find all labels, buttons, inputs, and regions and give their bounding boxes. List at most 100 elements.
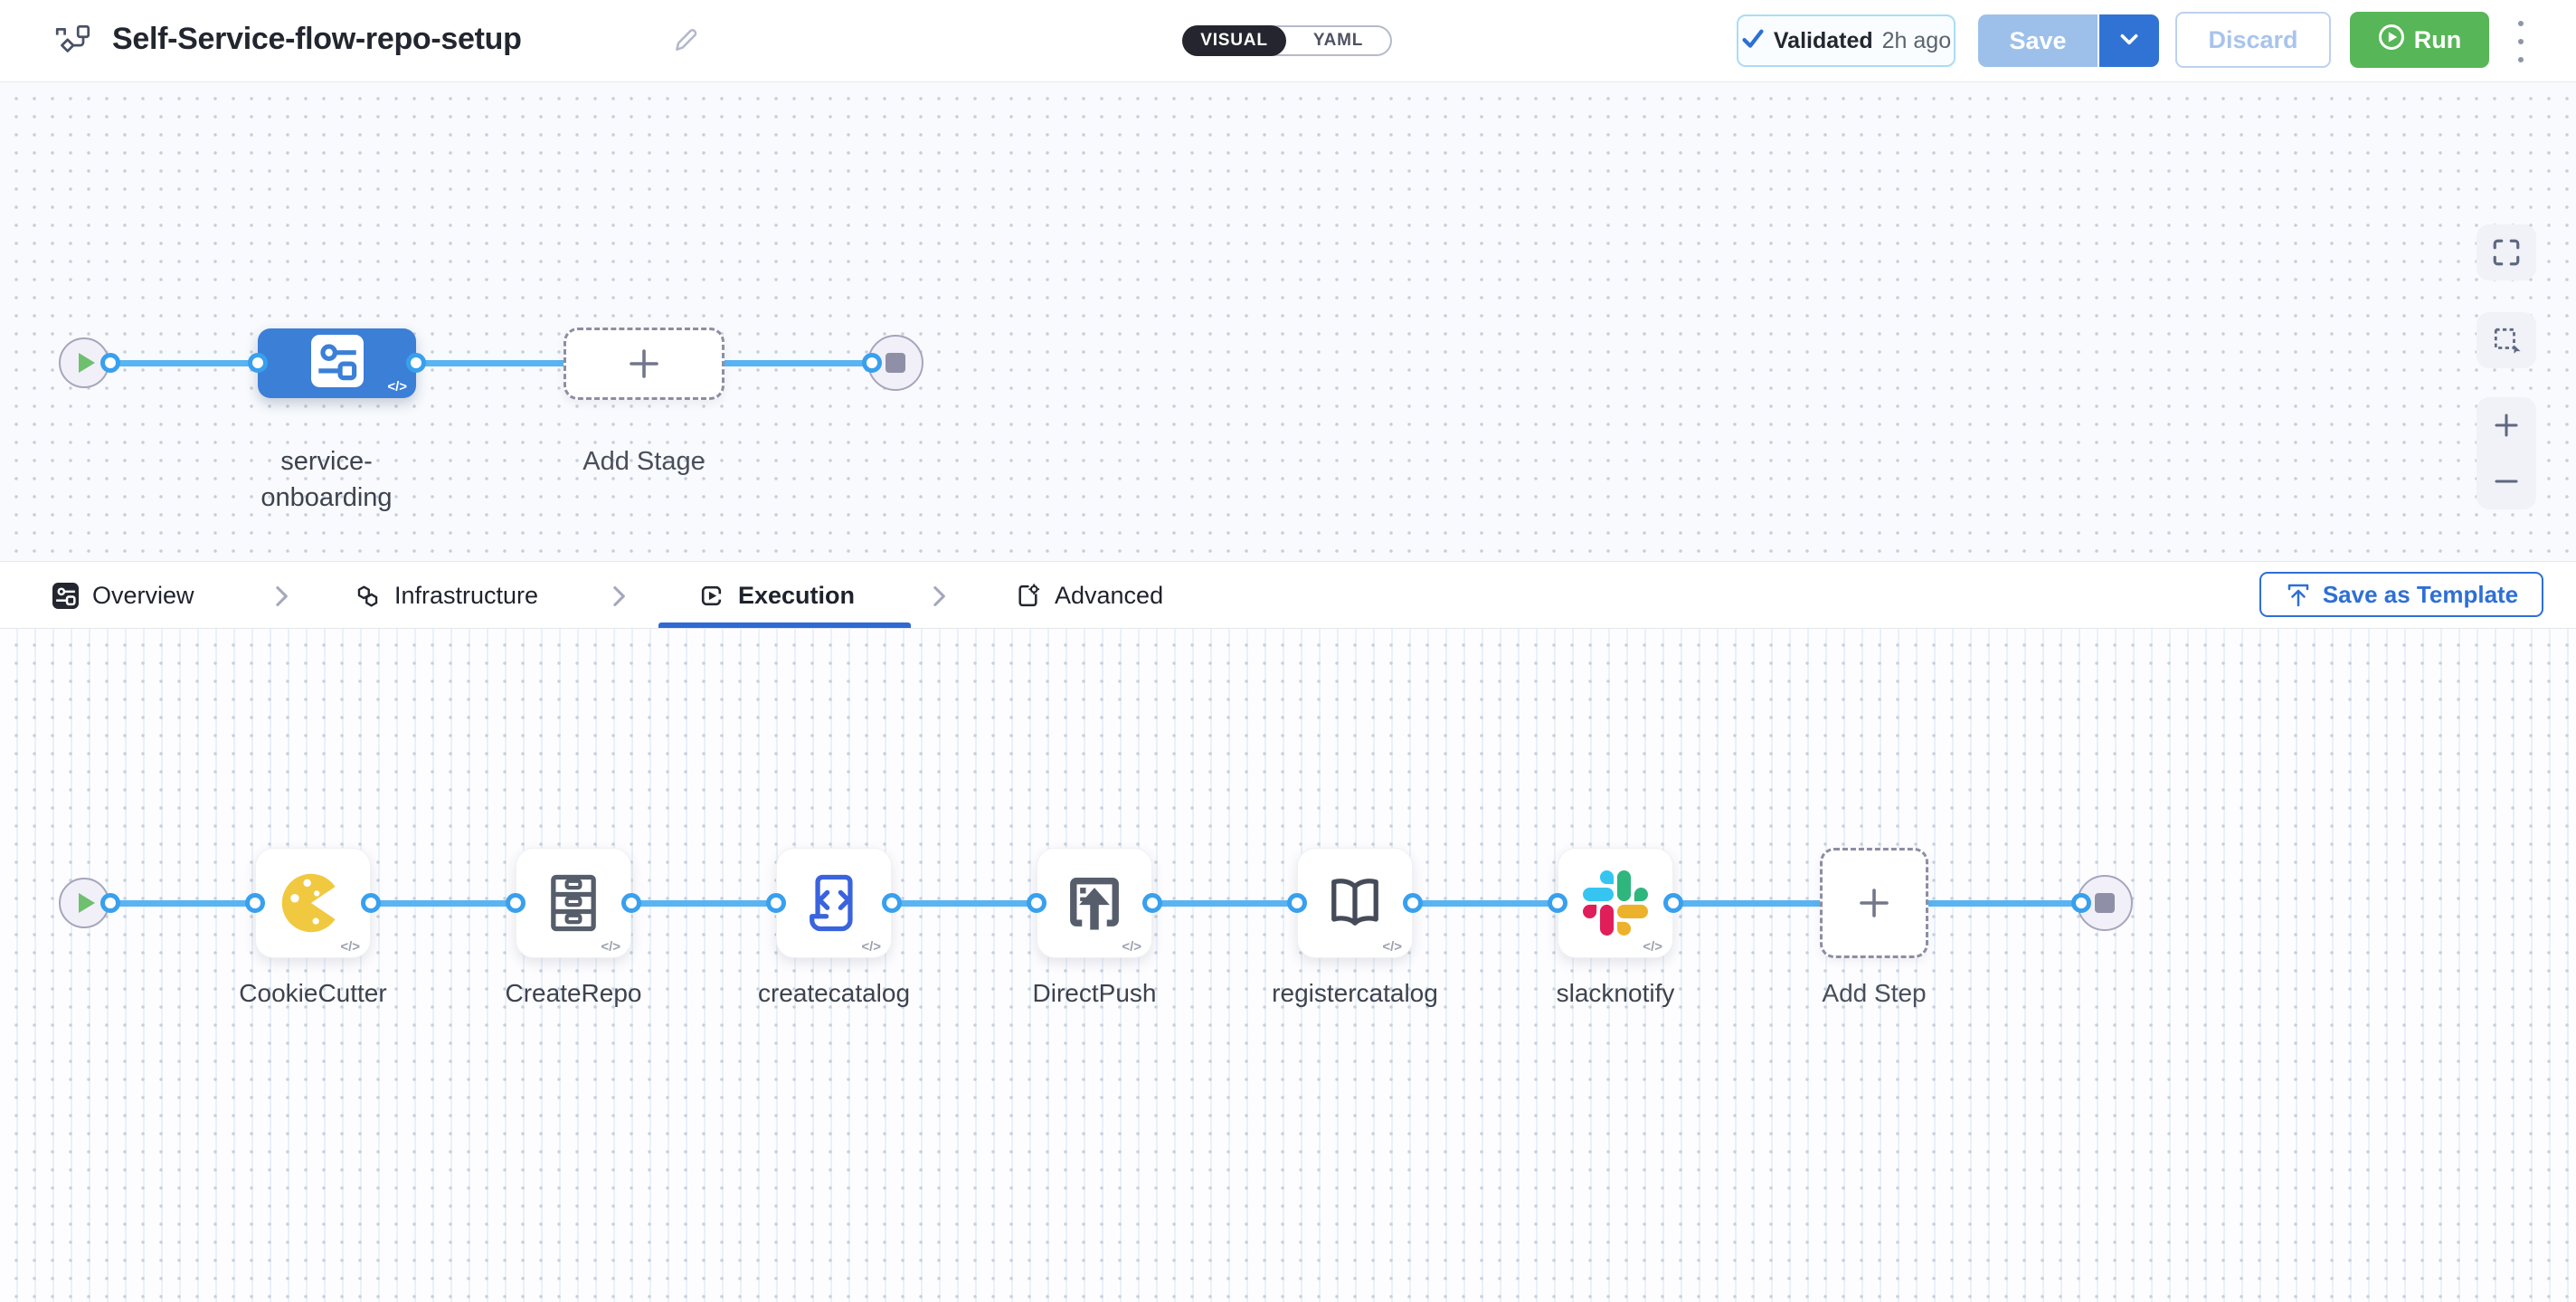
add-step-button[interactable] [1820, 848, 1928, 958]
tab-execution[interactable]: Execution [698, 562, 855, 630]
code-badge: </> [1382, 939, 1402, 955]
stage-tab-bar: Overview Infrastructure Execution Advanc… [0, 561, 2576, 629]
createcatalog-icon [810, 874, 853, 932]
connector-port[interactable] [2071, 893, 2091, 913]
chevron-right-icon [611, 584, 626, 613]
active-tab-underline [658, 622, 911, 628]
step-node-cookiecutter[interactable]: </> [255, 848, 371, 958]
selection-marquee-icon [2494, 328, 2521, 354]
connector-port[interactable] [1287, 893, 1307, 913]
toggle-visual[interactable]: VISUAL [1182, 25, 1286, 56]
run-button[interactable]: Run [2350, 12, 2489, 68]
step-node-slacknotify[interactable]: </> [1558, 848, 1673, 958]
execution-canvas[interactable]: </> </> </> </> [0, 629, 2576, 1302]
step-label: CookieCutter [239, 979, 387, 1007]
zoom-controls [2477, 397, 2536, 509]
add-stage-label: Add Stage [582, 447, 706, 476]
validated-badge: Validated 2h ago [1737, 14, 1956, 67]
step-label: DirectPush [1032, 979, 1157, 1007]
zoom-out-icon[interactable] [2492, 467, 2521, 496]
custom-stage-icon [310, 335, 364, 392]
connector-port[interactable] [248, 353, 268, 373]
connector-port[interactable] [862, 353, 882, 373]
connector-port[interactable] [1142, 893, 1162, 913]
edit-pencil-icon[interactable] [671, 25, 700, 59]
createrepo-icon [551, 874, 596, 932]
slacknotify-icon [1583, 870, 1648, 936]
code-badge: </> [1122, 939, 1141, 955]
tab-infrastructure[interactable]: Infrastructure [355, 562, 538, 630]
registercatalog-icon [1331, 879, 1378, 926]
connector-port[interactable] [1548, 893, 1567, 913]
directpush-icon [1070, 878, 1119, 930]
upload-template-icon [2287, 584, 2309, 607]
save-dropdown-button[interactable] [2099, 14, 2159, 67]
start-play-icon [78, 353, 95, 373]
connector-port[interactable] [100, 893, 120, 913]
step-node-createcatalog[interactable]: </> [776, 848, 892, 958]
save-split-button: Save [1978, 14, 2159, 67]
execution-icon [701, 585, 722, 606]
plus-icon [1860, 889, 1889, 917]
connector-port[interactable] [361, 893, 381, 913]
header: Self-Service-flow-repo-setup VISUAL YAML… [0, 0, 2576, 82]
add-step-label: Add Step [1822, 979, 1927, 1007]
connector-port[interactable] [766, 893, 786, 913]
chevron-right-icon [274, 584, 289, 613]
stage-end-node [867, 335, 923, 391]
stage-canvas[interactable]: </> service-onboarding Add Stage [0, 82, 2576, 561]
connector-port[interactable] [1663, 893, 1683, 913]
tab-overview[interactable]: Overview [52, 562, 194, 630]
step-label: createcatalog [757, 979, 911, 1007]
save-button[interactable]: Save [1978, 14, 2098, 67]
stop-square-icon [886, 353, 905, 373]
tab-advanced[interactable]: Advanced [1015, 562, 1163, 630]
run-label: Run [2413, 25, 2462, 53]
pipeline-title: Self-Service-flow-repo-setup [112, 22, 522, 56]
infrastructure-icon [357, 585, 378, 607]
run-play-icon [2378, 24, 2405, 57]
add-stage-button[interactable] [564, 328, 724, 400]
plus-icon [630, 349, 658, 378]
connector-port[interactable] [245, 893, 265, 913]
stop-square-icon [2095, 893, 2115, 913]
step-node-registercatalog[interactable]: </> [1297, 848, 1413, 958]
connector-port[interactable] [1027, 893, 1046, 913]
fit-to-screen-button[interactable] [2477, 224, 2536, 280]
zoom-in-icon[interactable] [2492, 411, 2521, 440]
step-node-directpush[interactable]: </> [1037, 848, 1152, 958]
connector-port[interactable] [1403, 893, 1423, 913]
code-badge: </> [601, 939, 620, 955]
stage-node-service-onboarding[interactable]: </> [258, 328, 416, 398]
tab-label: Infrastructure [394, 582, 539, 609]
code-badge: </> [387, 379, 407, 394]
connector-port[interactable] [100, 353, 120, 373]
multi-select-button[interactable] [2477, 312, 2536, 368]
connector-port[interactable] [506, 893, 526, 913]
chevron-right-icon [932, 584, 946, 613]
validated-time: 2h ago [1881, 27, 1952, 53]
stage-label: service-onboarding [260, 447, 393, 512]
cookiecutter-icon [281, 873, 336, 933]
code-badge: </> [340, 939, 360, 955]
stage-overview-icon [52, 583, 79, 609]
start-play-icon [78, 893, 95, 913]
connector-port[interactable] [621, 893, 641, 913]
save-divider [2098, 23, 2099, 59]
pipeline-icon [52, 22, 94, 68]
save-as-template-button[interactable]: Save as Template [2259, 572, 2543, 617]
step-node-createrepo[interactable]: </> [516, 848, 631, 958]
toggle-yaml[interactable]: YAML [1312, 31, 1364, 50]
step-label: CreateRepo [505, 979, 642, 1007]
visual-yaml-toggle[interactable]: VISUAL YAML [1182, 25, 1392, 56]
chevron-down-icon [2117, 29, 2141, 53]
connector-port[interactable] [406, 353, 426, 373]
stage-connector-line [84, 360, 895, 366]
more-options-icon[interactable] [2513, 21, 2529, 62]
save-as-template-label: Save as Template [2322, 580, 2519, 608]
check-icon [1741, 28, 1765, 54]
discard-button[interactable]: Discard [2175, 12, 2331, 68]
code-badge: </> [1643, 939, 1662, 955]
step-label: registercatalog [1272, 979, 1438, 1007]
connector-port[interactable] [882, 893, 902, 913]
